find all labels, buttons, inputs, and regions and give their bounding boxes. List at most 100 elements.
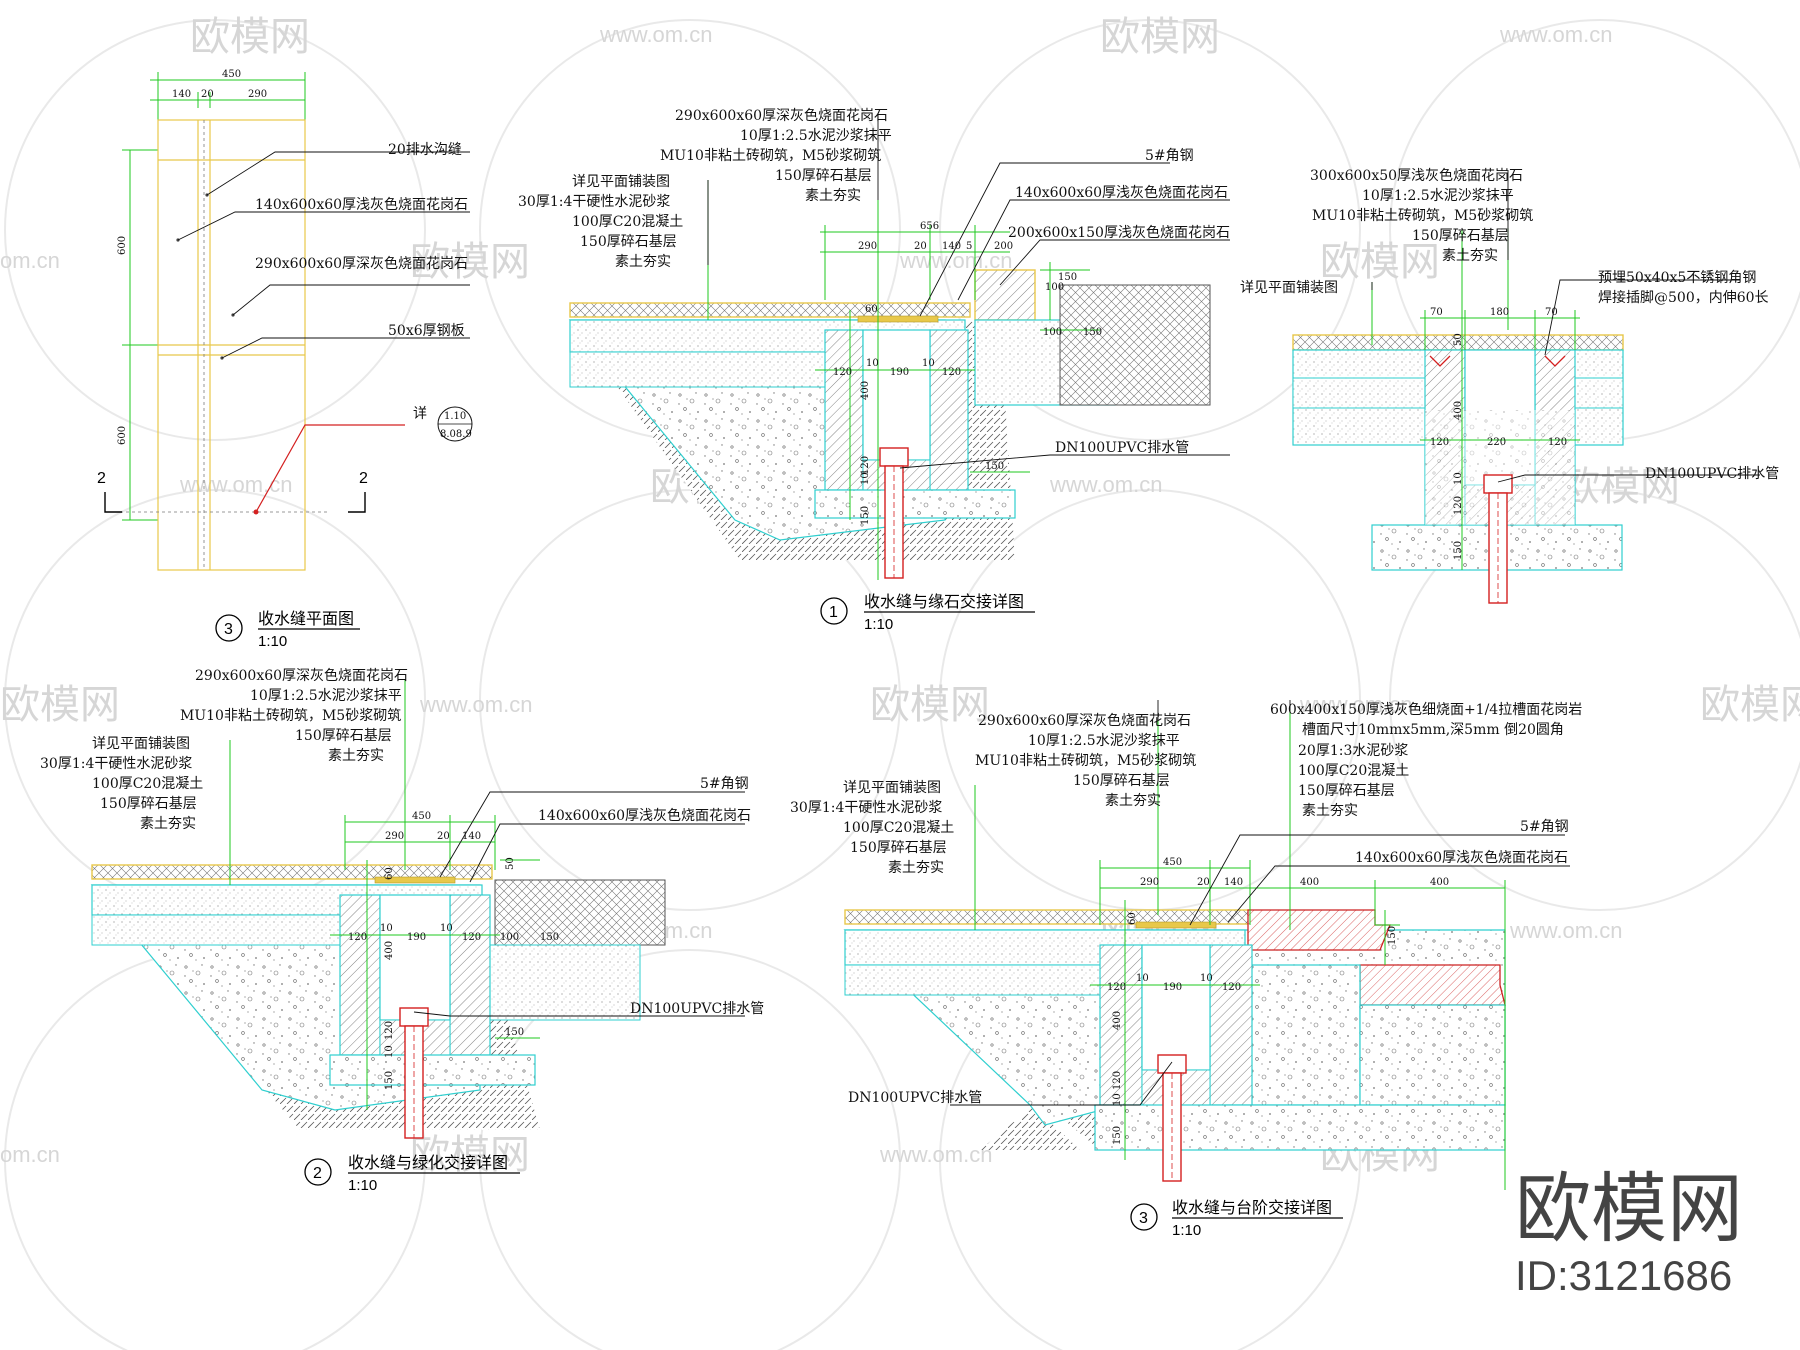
pipe-annotation: DN100UPVC排水管 [1645,466,1779,482]
watermark-url: www.om.cn [879,1142,992,1167]
annotation: 5#角钢 [1520,819,1569,835]
annotation: 10厚1:2.5水泥沙浆抹平 [740,128,892,144]
dim-label: 150 [540,932,559,943]
watermark-text: 欧模网 [870,683,990,727]
figure-number: 3 [1139,1210,1148,1227]
detail-2: 450 290 20 140 50 60 120 10 190 10 120 1… [40,667,764,1194]
figure-title: 收水缝平面图 [258,610,354,628]
annotation: 200x600x150厚浅灰色烧面花岗石 [1008,224,1230,241]
dim-label: 150 [1083,327,1102,338]
dim-label: 150 [1453,541,1464,560]
detail-callout-prefix: 详 [413,406,427,422]
annotation: 100厚C20混凝土 [843,820,954,836]
annotation: 30厚1:4干硬性水泥砂浆 [518,194,670,210]
dim-label: 400 [860,381,871,400]
annotation: 30厚1:4干硬性水泥砂浆 [40,756,192,772]
dim-label: 120 [1112,1071,1123,1090]
annotation: 290x600x60厚深灰色烧面花岗石 [195,667,408,684]
dim-label: 120 [942,367,961,378]
figure-scale: 1:10 [864,616,893,633]
dim-label: 120 [348,932,367,943]
plan-view: 450 140 20 290 600 600 2 2 [97,69,473,650]
annotation: 150厚碎石基层 [1412,227,1509,244]
dim-label: 10 [380,923,393,934]
watermark-url: www.om.cn [419,692,532,717]
annotation: 290x600x60厚深灰色烧面花岗石 [675,107,888,124]
dim-label: 180 [1490,307,1509,318]
dim-label: 60 [1127,912,1138,925]
annotation: 素土夯实 [1302,803,1358,819]
watermark-text: 欧模网 [1700,683,1800,727]
dim-label: 600 [117,426,128,445]
annotation: 20排水沟缝 [388,142,462,158]
watermark-text: 欧模网 [1100,15,1220,59]
dim-label: 400 [1300,877,1319,888]
watermark-url: www.om.cn [1299,692,1412,717]
dim-label: 100 [500,932,519,943]
watermark-url: www.om.cn [1499,22,1612,47]
annotation: 150厚碎石基层 [580,233,677,250]
dim-label: 400 [384,941,395,960]
dim-label: 60 [384,867,395,880]
dim-label: 100 [1043,327,1062,338]
annotation: 150厚碎石基层 [1298,782,1395,799]
detail-callout-top: 1.10 [444,411,466,422]
dim-label: 290 [385,831,404,842]
dim-label: 20 [1197,877,1210,888]
dim-label: 290 [858,241,877,252]
annotation: 150厚碎石基层 [295,727,392,744]
figure-title: 收水缝与缘石交接详图 [864,593,1024,611]
dim-label: 120 [833,367,852,378]
section-mark: 2 [359,470,368,487]
dim-label: 450 [1163,857,1182,868]
annotation: MU10非粘土砖砌筑，M5砂浆砌筑 [975,753,1196,769]
annotation: 150厚碎石基层 [775,167,872,184]
watermark-text: 欧模网 [0,683,120,727]
figure-scale: 1:10 [348,1177,377,1194]
dim-label: 120 [1222,982,1241,993]
annotation: MU10非粘土砖砌筑，M5砂浆砌筑 [660,148,881,164]
annotation: 100厚C20混凝土 [1298,763,1409,779]
dim-label: 220 [1487,437,1506,448]
dim-label: 10 [1200,973,1213,984]
pipe-annotation: DN100UPVC排水管 [848,1090,982,1106]
annotation: 10厚1:2.5水泥沙浆抹平 [250,688,402,704]
watermark-text: 欧模网 [1560,465,1680,509]
dim-label: 600 [117,236,128,255]
annotation: 素土夯实 [1442,248,1498,264]
annotation: 140x600x60厚浅灰色烧面花岗石 [1355,849,1568,866]
watermark-text: 欧模网 [410,240,530,284]
annotation: 素土夯实 [888,860,944,876]
dim-label: 20 [437,831,450,842]
dim-label: 190 [1163,982,1182,993]
watermark-url: www.om.cn [1049,472,1162,497]
dim-label: 290 [248,89,267,100]
pipe-annotation: DN100UPVC排水管 [1055,440,1189,456]
dim-label: 120 [1548,437,1567,448]
annotation: MU10非粘土砖砌筑，M5砂浆砌筑 [1312,208,1533,224]
dim-label: 150 [985,461,1004,472]
dim-label: 190 [890,367,909,378]
dim-label: 10 [1112,1093,1123,1106]
annotation: 槽面尺寸10mmx5mm,深5mm 倒20圆角 [1302,722,1564,738]
annotation: 140x600x60厚浅灰色烧面花岗石 [1015,184,1228,201]
figure-title: 收水缝与绿化交接详图 [348,1154,508,1172]
dim-label: 70 [1545,307,1558,318]
annotation: 10厚1:2.5水泥沙浆抹平 [1028,733,1180,749]
watermark-url: om.cn [0,1142,60,1167]
watermark-url: www.om.cn [599,22,712,47]
dim-label: 150 [860,506,871,525]
dim-label: 10 [440,923,453,934]
annotation: 100厚C20混凝土 [92,776,203,792]
dim-label: 120 [384,1021,395,1040]
watermark-text: 欧模网 [190,15,310,59]
dim-label: 450 [222,69,241,80]
figure-title: 收水缝与台阶交接详图 [1172,1199,1332,1217]
annotation: 100厚C20混凝土 [572,214,683,230]
dim-label: 150 [1058,272,1077,283]
dim-label: 150 [505,1027,524,1038]
dim-label: 120 [1107,982,1126,993]
annotation: 300x600x50厚浅灰色烧面花岗石 [1310,167,1523,184]
annotation: 290x600x60厚深灰色烧面花岗石 [255,255,468,272]
